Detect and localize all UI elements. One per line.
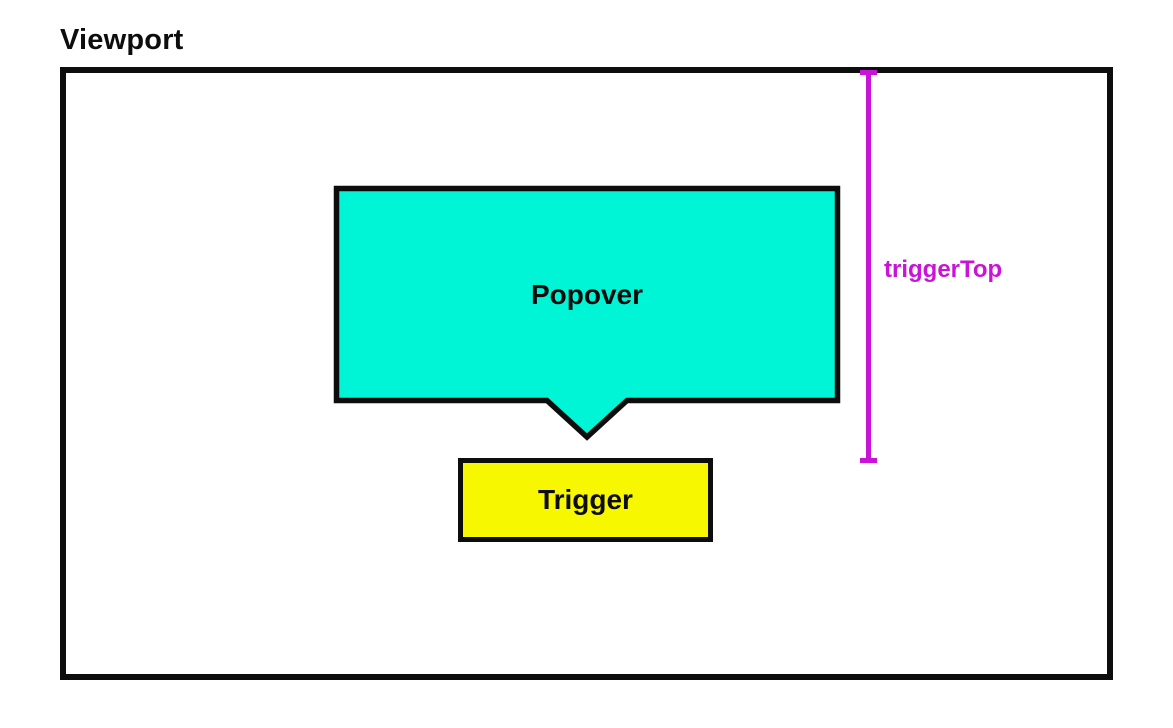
measure-cap-bottom [860, 458, 877, 463]
trigger-button: Trigger [458, 458, 713, 542]
viewport-label: Viewport [60, 24, 184, 56]
popover-shape-with-arrow [333, 185, 841, 441]
trigger-top-label: triggerTop [884, 256, 1003, 283]
popover-label-wrap: Popover [334, 186, 840, 403]
trigger-top-measure-line [866, 72, 871, 462]
trigger-label: Trigger [538, 484, 633, 515]
measure-cap-top [860, 70, 877, 75]
popover-label: Popover [530, 278, 644, 310]
viewport-box [60, 67, 1113, 680]
popover-bubble [333, 185, 841, 441]
